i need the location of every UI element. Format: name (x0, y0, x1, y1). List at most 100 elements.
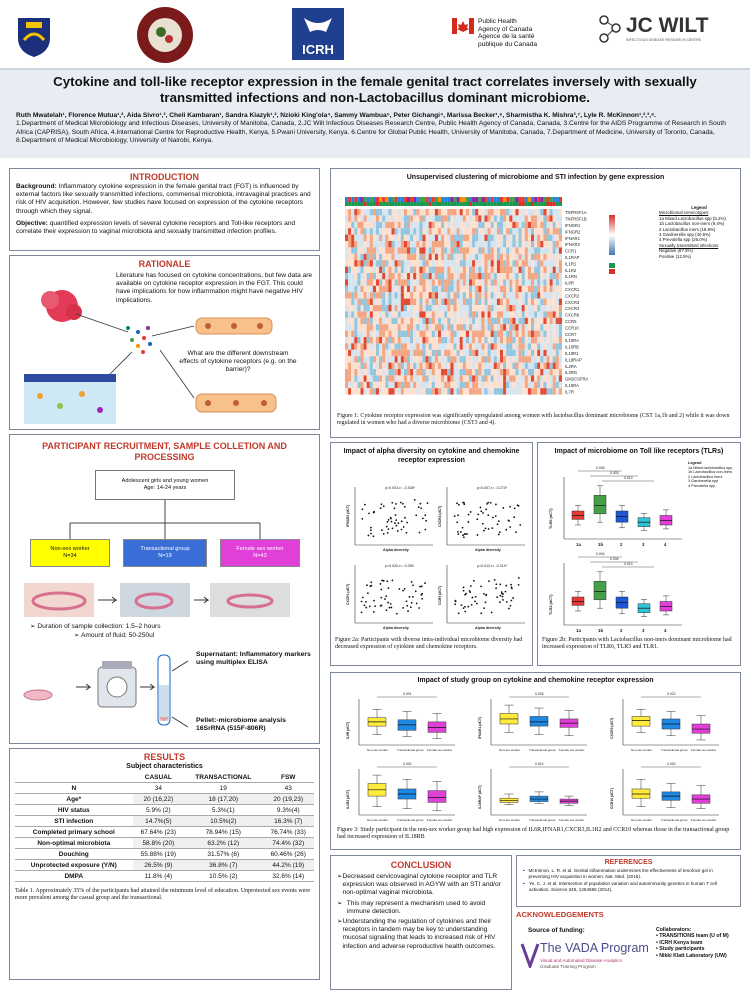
data-point (477, 513, 480, 516)
heatmap-cell (360, 330, 364, 337)
heatmap-cell (546, 279, 550, 286)
heatmap-cell (391, 375, 395, 382)
heatmap-cell (379, 253, 383, 261)
data-point (513, 516, 516, 519)
bullet-duration: ➢ Duration of sample collection: 1.5–2 h… (30, 623, 161, 630)
heatmap-cell (540, 298, 544, 305)
heatmap-cell (546, 215, 550, 222)
heatmap-cell (552, 253, 556, 261)
heatmap-cell (376, 209, 380, 216)
heatmap-cell (537, 228, 541, 235)
heatmap-cell (527, 349, 531, 357)
arrow-1 (75, 313, 129, 333)
heatmap-cell (493, 285, 497, 293)
data-point (491, 527, 494, 530)
cst-annotation-cell (357, 197, 361, 202)
heatmap-cell (459, 266, 463, 273)
heatmap-gene-label: CXCR4 (565, 306, 580, 311)
heatmap-cell (425, 260, 429, 267)
heatmap-cell (453, 266, 457, 273)
heatmap-cell (394, 388, 398, 395)
data-point (372, 611, 375, 613)
heatmap-cell (546, 337, 550, 344)
heatmap-cell (549, 260, 553, 267)
x-tick-label: Non-sex worker (631, 748, 652, 752)
heatmap-cell (506, 375, 510, 382)
heatmap-cell (419, 221, 423, 229)
heatmap-cell (524, 273, 528, 280)
heatmap-cell (503, 260, 507, 267)
data-point (489, 501, 492, 504)
data-point (396, 530, 399, 532)
heatmap-cell (385, 362, 389, 369)
heatmap-cell (363, 285, 367, 293)
heatmap-cell (376, 330, 380, 337)
heatmap-cell (558, 260, 562, 267)
data-point (476, 534, 479, 536)
heatmap-cell (518, 324, 522, 331)
heatmap-cell (419, 253, 423, 261)
heatmap-cell (397, 221, 401, 229)
heatmap-cell (357, 369, 361, 376)
heatmap-cell (552, 285, 556, 293)
tlr-panel: Impact of microbiome on Toll like recept… (537, 442, 741, 666)
heatmap-cell (503, 298, 507, 305)
heatmap-cell (407, 209, 411, 216)
heatmap-cell (450, 266, 454, 273)
heatmap-cell (360, 369, 364, 376)
data-point (400, 520, 403, 523)
heatmap-cell (351, 298, 355, 305)
cst-annotation-cell (521, 197, 525, 202)
heatmap-cell (400, 298, 404, 305)
heatmap-cell (534, 311, 538, 318)
heatmap-cell (363, 388, 367, 395)
heatmap-cell (425, 324, 429, 331)
heatmap-cell (410, 209, 414, 216)
heatmap-cell (475, 241, 479, 248)
heatmap-cell (469, 253, 473, 261)
data-point (391, 527, 394, 530)
heatmap-cell (478, 337, 482, 344)
heatmap-cell (453, 247, 457, 254)
heatmap-cell (444, 375, 448, 382)
alpha-scatter-plot: p=0.003,r= -0.308*Alpha diversityIFNAR2 … (346, 486, 433, 552)
heatmap-cell (450, 221, 454, 229)
heatmap-cell (527, 273, 531, 280)
heatmap-cells (345, 209, 562, 395)
heatmap-cell (459, 247, 463, 254)
heatmap-cell (540, 381, 544, 389)
data-point (466, 533, 468, 535)
cst-annotation-cell (351, 197, 355, 202)
data-point (407, 610, 409, 612)
heatmap-cell (416, 349, 420, 357)
heatmap-cell (475, 356, 479, 363)
y-axis-label: CCR5 (dCT) (438, 586, 442, 605)
data-point (400, 528, 403, 531)
heatmap-cell (552, 330, 556, 337)
heatmap-cell (534, 221, 538, 229)
heatmap-cell (534, 292, 538, 299)
heatmap-cell (453, 381, 457, 389)
heatmap-cell (447, 247, 451, 254)
heatmap-cell (546, 349, 550, 357)
data-point (388, 606, 391, 609)
cst-annotation-cell (537, 197, 541, 202)
heatmap-cell (428, 381, 432, 389)
heatmap-cell (428, 362, 432, 369)
heatmap-cell (540, 234, 544, 241)
data-point (421, 517, 424, 520)
heatmap-cell (496, 221, 500, 229)
heatmap-cell (345, 266, 349, 273)
heatmap-cell (555, 388, 559, 395)
heatmap-cell (555, 241, 559, 248)
cst-annotation-cell (490, 197, 494, 202)
data-point (464, 610, 467, 613)
heatmap-cell (478, 260, 482, 267)
heatmap-cell (512, 279, 516, 286)
heatmap-cell (481, 375, 485, 382)
heatmap-cell (546, 343, 550, 350)
heatmap-cell (369, 215, 373, 222)
cst-annotation-cell (453, 197, 457, 202)
cst-annotation-cell (438, 197, 442, 202)
heatmap-cell (360, 253, 364, 261)
